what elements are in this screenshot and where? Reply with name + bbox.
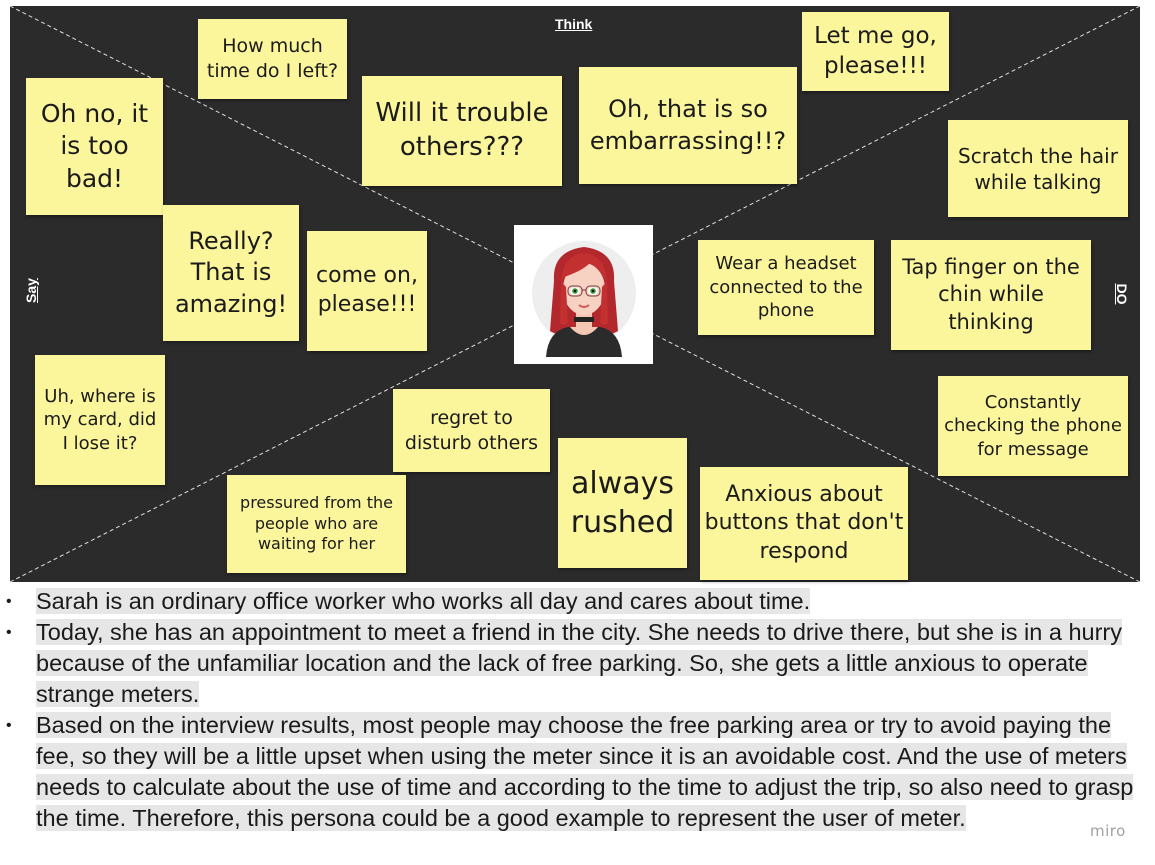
sticky-note[interactable]: regret to disturb others <box>393 389 550 472</box>
persona-avatar[interactable] <box>514 225 653 364</box>
sticky-note[interactable]: Oh, that is so embarrassing!!? <box>579 67 797 184</box>
sticky-note[interactable]: always rushed <box>558 438 687 568</box>
list-item-text: Sarah is an ordinary office worker who w… <box>36 588 811 614</box>
sticky-note-text: regret to disturb others <box>404 406 539 454</box>
sticky-note[interactable]: Tap finger on the chin while thinking <box>891 240 1091 350</box>
sticky-note-text: Constantly checking the phone for messag… <box>944 391 1122 460</box>
sticky-note-text: Let me go, please!!! <box>814 22 937 79</box>
bullet-icon: • <box>6 717 12 734</box>
sticky-note-text: Oh no, it is too bad! <box>40 98 149 193</box>
diagonal-line <box>10 293 576 582</box>
diagonal-line <box>10 6 576 295</box>
do-label: DO <box>1114 283 1130 305</box>
sticky-note[interactable]: Anxious about buttons that don't respond <box>700 467 908 580</box>
sticky-note-text: Really? That is amazing! <box>174 227 288 318</box>
bullet-icon: • <box>6 593 12 610</box>
list-item: • Sarah is an ordinary office worker who … <box>6 586 1146 617</box>
list-item-text: Today, she has an appointment to meet a … <box>36 619 1122 707</box>
sticky-note-text: come on, please!!! <box>316 263 418 317</box>
sticky-note[interactable]: Scratch the hair while talking <box>948 120 1128 217</box>
empathy-map-board: Think Say DO How much time do I left? Oh… <box>10 6 1140 582</box>
sticky-note[interactable]: Really? That is amazing! <box>163 205 299 341</box>
miro-watermark: miro <box>1090 822 1126 840</box>
think-label: Think <box>555 16 593 32</box>
sticky-note-text: Will it trouble others??? <box>375 98 549 162</box>
sticky-note-text: Uh, where is my card, did I lose it? <box>43 385 157 454</box>
list-item: • Today, she has an appointment to meet a… <box>6 617 1146 710</box>
sticky-note[interactable]: Wear a headset connected to the phone <box>698 240 874 335</box>
sticky-note-text: Wear a headset connected to the phone <box>709 253 863 322</box>
sticky-note[interactable]: Constantly checking the phone for messag… <box>938 376 1128 476</box>
quadrant-diagonals <box>10 6 1140 582</box>
persona-description-list: • Sarah is an ordinary office worker who … <box>6 586 1146 834</box>
sticky-note-text: always rushed <box>570 466 675 540</box>
sticky-note[interactable]: Will it trouble others??? <box>362 76 562 186</box>
list-item: • Based on the interview results, most pe… <box>6 710 1146 834</box>
say-label: Say <box>23 278 39 303</box>
sticky-note-text: Scratch the hair while talking <box>958 143 1118 194</box>
sticky-note[interactable]: come on, please!!! <box>307 231 427 351</box>
sticky-note[interactable]: Uh, where is my card, did I lose it? <box>35 355 165 485</box>
sticky-note[interactable]: Oh no, it is too bad! <box>26 78 163 215</box>
diagonal-line <box>574 293 1140 582</box>
diagonal-line <box>574 6 1140 295</box>
sticky-note-text: pressured from the people who are waitin… <box>240 492 393 554</box>
sticky-note[interactable]: Let me go, please!!! <box>802 12 949 91</box>
sticky-note-text: Tap finger on the chin while thinking <box>902 255 1080 334</box>
sticky-note[interactable]: How much time do I left? <box>198 19 347 99</box>
sticky-note-text: Anxious about buttons that don't respond <box>704 481 904 564</box>
sticky-note-text: Oh, that is so embarrassing!!? <box>589 95 787 155</box>
avatar-illustration <box>531 240 636 357</box>
sticky-note[interactable]: pressured from the people who are waitin… <box>227 475 406 573</box>
list-item-text: Based on the interview results, most peo… <box>36 712 1134 831</box>
sticky-note-text: How much time do I left? <box>206 35 339 82</box>
bullet-icon: • <box>6 624 12 641</box>
